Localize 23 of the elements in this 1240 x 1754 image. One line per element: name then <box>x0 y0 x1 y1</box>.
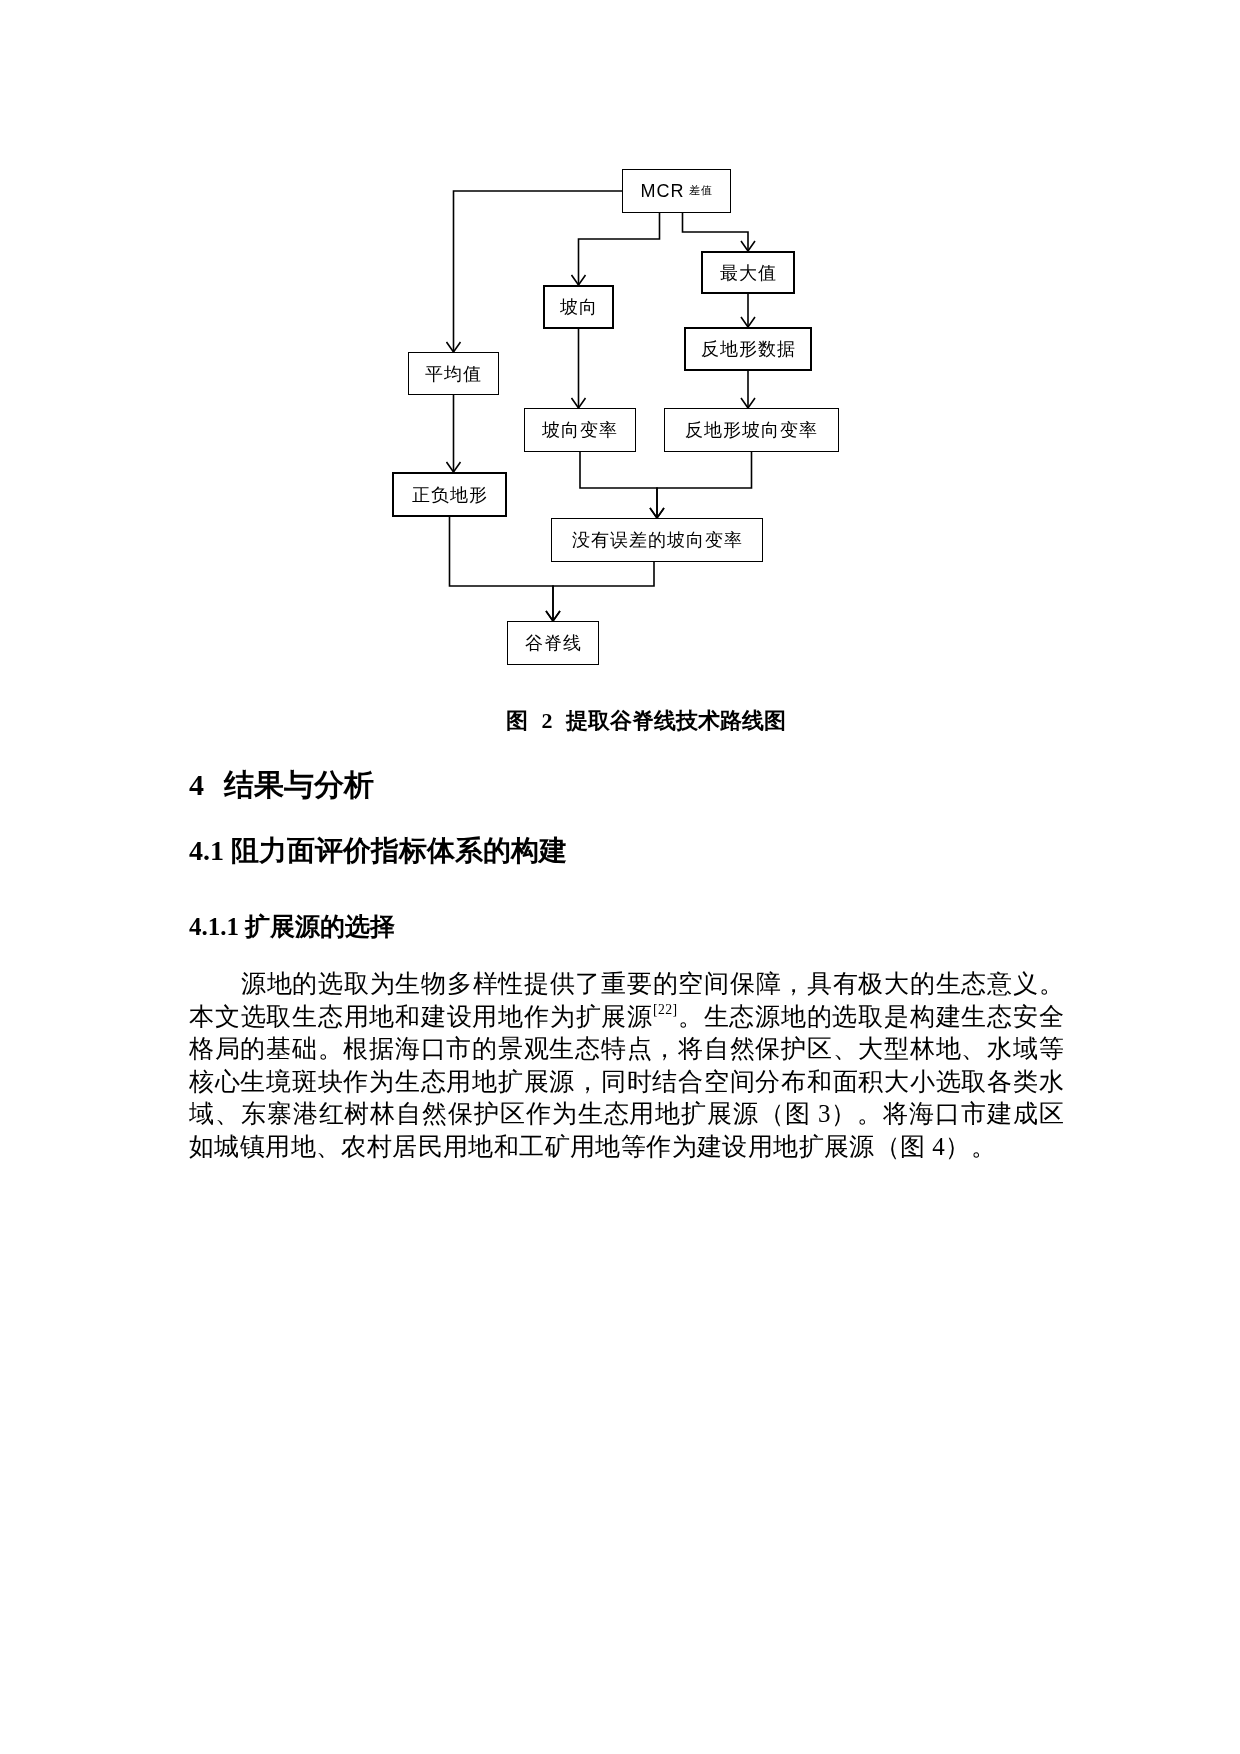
arrow <box>681 212 756 252</box>
section-heading: 4.1.1 扩展源的选择 <box>189 912 396 942</box>
process-box: 没有误差的坡向变率 <box>551 518 763 562</box>
section-heading: 4 结果与分析 <box>189 767 374 803</box>
arrow <box>445 394 462 473</box>
process-box: 坡向变率 <box>524 408 636 452</box>
process-box: 最大值 <box>701 251 795 294</box>
arrow <box>570 328 587 409</box>
arrow <box>740 370 756 409</box>
process-box: 反地形坡向变率 <box>664 408 839 452</box>
process-box: 正负地形 <box>392 472 507 517</box>
arrow <box>445 190 623 353</box>
arrow <box>570 212 661 286</box>
figure-caption: 图 2 提取谷脊线技术路线图 <box>505 707 787 735</box>
process-box: 平均值 <box>408 352 499 395</box>
arrow <box>740 293 756 328</box>
process-box: 谷脊线 <box>507 621 599 665</box>
process-box: 坡向 <box>543 285 614 329</box>
arrow <box>545 561 655 622</box>
body-paragraph: 源地的选取为生物多样性提供了重要的空间保障，具有极大的生态意义。本文选取生态用地和建设用地作为扩展源$^{[22]}$。生态源地的选取是构建生态安全格局的基础。根据海口市的景观生态特点，将自然保护区、大型林地、水域等核心生境斑块作为生态用地扩展源，同时结合空间分布和面积大小选取各类水域、东寨港红树林自然保护区作为生态用地扩展源（图 3）。将海口市建成区如城镇用地、农村居民用地和工矿用地等作为建设用地扩展源（图 4）。 <box>189 969 1064 1162</box>
arrow <box>649 451 753 519</box>
process-box: 反地形数据 <box>684 327 812 371</box>
section-heading: 4.1 阻力面评价指标体系的构建 <box>189 834 567 868</box>
